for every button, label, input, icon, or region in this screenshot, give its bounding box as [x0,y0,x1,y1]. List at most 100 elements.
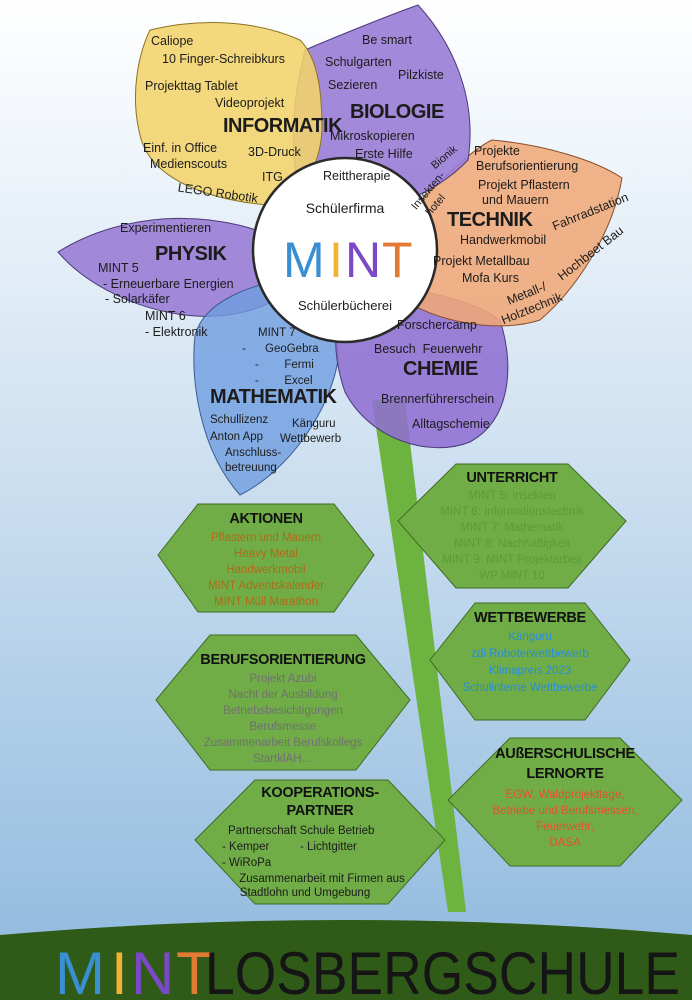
unterricht-item: MINT 9: MINT Projektarbeit [442,554,582,566]
center-top-label: Schülerfirma [306,200,385,216]
mathematik-item: - Excel [255,375,313,387]
leaf-ausserschulisch-shape [447,737,683,867]
mathematik-item: - Fermi [255,359,314,371]
footer-mint-letter: N [131,940,174,1000]
biologie-item: Schulgarten [325,55,392,69]
footer-mint-letter: I [111,940,128,1000]
informatik-title: INFORMATIK [223,115,343,137]
technik-item: und Mauern [482,193,549,207]
kooperation-item: - WiRoPa [222,857,272,869]
informatik-item: 3D-Druck [248,145,302,159]
leaf-kooperation-shape [194,779,446,905]
informatik-item: Caliope [151,34,193,48]
kooperation-item: Zusammenarbeit mit Firmen aus [239,873,405,885]
kooperation-title: PARTNER [287,803,355,819]
leaf-ausserschulisch: AUßERSCHULISCHE LERNORTE EGW, Waldprojek… [447,737,683,867]
berufsorientierung-item: StartklAH… [253,753,313,765]
petal-technik [389,139,623,327]
aktionen-item: MINT Adventskalender [208,580,324,592]
wettbewerbe-item: Schulinterne Wettbewerbe [463,682,598,694]
informatik-item: Medienscouts [150,157,227,171]
flower-stem [372,400,466,912]
wettbewerbe-item: Klimapreis 2023 [489,665,571,677]
mathematik-item: Schullizenz [210,414,268,426]
ausserschulisch-item: Feuerwehr, [536,821,594,833]
technik-item: Projekte [474,144,520,158]
mathematik-item: - GeoGebra [242,343,319,355]
chemie-petal-text: CHEMIE Forschercamp Besuch Feuerwehr Bre… [374,318,494,431]
physik-item: - Solarkäfer [105,292,170,306]
chemie-title: CHEMIE [403,358,478,380]
aktionen-item: Handwerkmobil [226,564,305,576]
ausserschulisch-title: LERNORTE [526,766,604,782]
biologie-item: Be smart [362,33,413,47]
informatik-item: Videoprojekt [215,96,285,110]
kooperation-item: - Lichtgitter [300,841,357,853]
berufsorientierung-title: BERUFSORIENTIERUNG [200,652,365,668]
footer-mint-letter: T [176,940,213,1000]
leaf-unterricht-shape [397,463,627,589]
wettbewerbe-title: WETTBEWERBE [474,610,587,626]
ausserschulisch-item: DASA [549,837,581,849]
physik-item: - Elektronik [145,325,208,339]
informatik-item: Einf. in Office [143,141,217,155]
leaf-unterricht: UNTERRICHT MINT 5: Insekten MINT 6: Info… [397,463,627,589]
physik-item: MINT 6 [145,309,186,323]
kooperation-item: Partnerschaft Schule Betrieb [228,825,374,837]
mathematik-item: Anschluss- [225,447,281,459]
biologie-item: Erste Hilfe [355,147,413,161]
informatik-item: 10 Finger-Schreibkurs [162,52,285,66]
unterricht-item: MINT 7: Mathematik [460,522,564,534]
berufsorientierung-item: Betriebsbesichtigungen [223,705,343,717]
biologie-petal-text: BIOLOGIE Be smart Schulgarten Pilzkiste … [323,33,444,183]
leaf-wettbewerbe: WETTBEWERBE Känguru zdi Roboterwettbewer… [429,602,631,721]
biologie-title: BIOLOGIE [350,101,444,123]
physik-petal-text: PHYSIK Experimentieren MINT 5 - Erneuerb… [98,221,234,339]
ausserschulisch-item: EGW, Waldprojekttage, [505,789,624,801]
chemie-item: Besuch Feuerwehr [374,342,482,356]
biologie-item: Pilzkiste [398,68,444,82]
technik-item: Mofa Kurs [462,271,519,285]
mathematik-item: MINT 7 [258,327,296,339]
ground-hill [0,920,692,1000]
biologie-item: Sezieren [328,78,377,92]
wettbewerbe-item: Känguru [508,631,551,643]
mathematik-title: MATHEMATIK [210,386,338,408]
technik-title: TECHNIK [447,209,533,231]
informatik-item: ITG [262,170,283,184]
mint-logo-letter: N [345,232,381,288]
unterricht-item: WP MINT 10 [479,570,544,582]
ausserschulisch-title: AUßERSCHULISCHE [495,746,635,762]
berufsorientierung-item: Berufsmesse [249,721,316,733]
leaf-aktionen: AKTIONEN Pflastern und Mauern Heavy Meta… [157,503,375,613]
aktionen-item: Heavy Metal [234,548,298,560]
kooperation-item: - Kemper [222,841,269,853]
mathematik-item: Wettbewerb [280,433,341,445]
informatik-item: Projekttag Tablet [145,79,238,93]
technik-item: Projekt Metallbau [433,254,530,268]
mathematik-item: Anton App [210,431,263,443]
mathematik-item: Känguru [292,418,335,430]
chemie-item: Brennerführerschein [381,392,494,406]
berufsorientierung-item: Projekt Azubi [249,673,316,685]
berufsorientierung-item: Zusammenarbeit Berufskollegs [204,737,363,749]
mathematik-item: betreuung [225,462,277,474]
wettbewerbe-item: zdi Roboterwettbewerb [471,648,589,660]
biologie-item: Reittherapie [323,169,390,183]
leaf-kooperation: KOOPERATIONS- PARTNER Partnerschaft Schu… [194,779,446,905]
mathematik-petal-text: MATHEMATIK MINT 7 - GeoGebra - Fermi - E… [210,327,341,474]
technik-item: Berufsorientierung [476,159,578,173]
physik-item: MINT 5 [98,261,139,275]
physik-title: PHYSIK [155,243,228,265]
mint-logo-letter: M [283,232,325,288]
mint-logo-letter: T [382,232,413,288]
unterricht-item: MINT 8: Nachhaltigkeit [454,538,571,550]
physik-item: Experimentieren [120,221,211,235]
kooperation-title: KOOPERATIONS- [261,785,379,801]
physik-item: - Erneuerbare Energien [103,277,234,291]
footer-school-name: LOSBERGSCHULE [205,940,680,1000]
